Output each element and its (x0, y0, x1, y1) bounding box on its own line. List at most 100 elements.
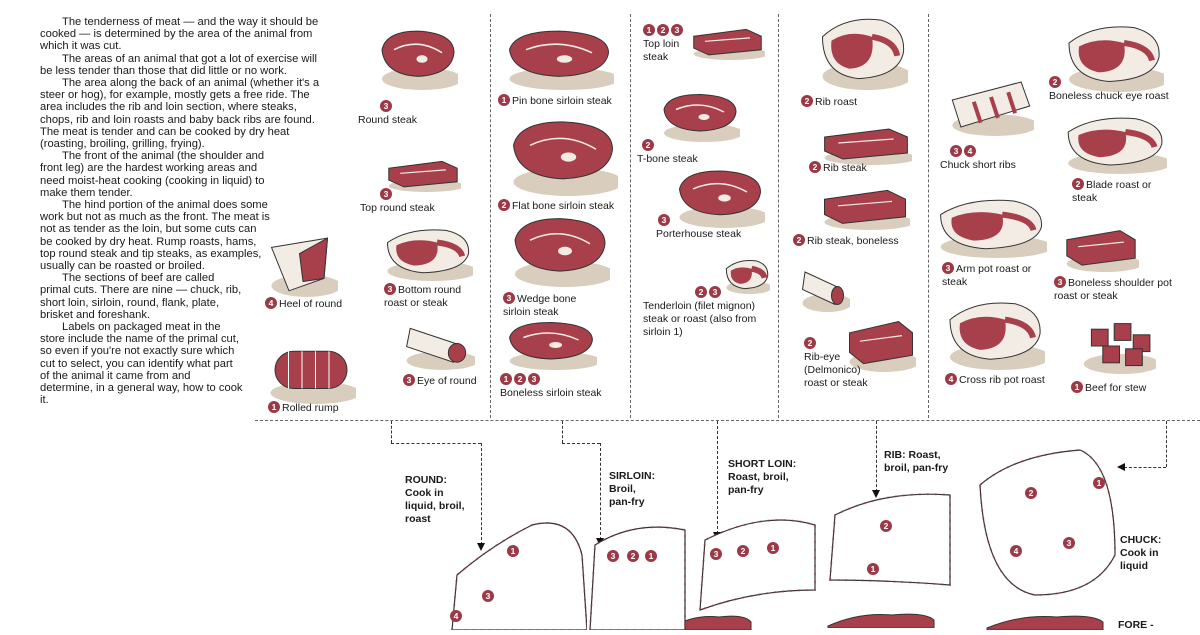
meat-cut-illustration (1064, 22, 1164, 92)
meat-cut-illustration (985, 612, 1105, 630)
intro-paragraph: The hind portion of the animal does some… (40, 199, 270, 273)
intro-paragraph: The areas of an animal that got a lot of… (40, 52, 317, 77)
meat-cut-illustration (510, 215, 610, 287)
cut-number-badge: 2 (809, 161, 821, 173)
cut-label: Blade roast or steak (1072, 179, 1152, 204)
primal-section-number: 2 (737, 545, 749, 557)
leader-line (562, 421, 563, 443)
leader-line (391, 421, 392, 443)
cut-number-badge: 2 (804, 337, 816, 349)
cut-number-badges: 2 (801, 95, 815, 109)
cut-number-badges: 3 (384, 283, 398, 297)
meat-cut-illustration (948, 76, 1034, 136)
cut-number-badge: 3 (950, 145, 962, 157)
intro-text: The tenderness of meat — and the way it … (40, 16, 325, 407)
cut-number-badges: 3 (503, 292, 517, 306)
primal-section-number: 4 (1010, 545, 1022, 557)
cut-number-badge: 3 (658, 214, 670, 226)
leader-line (600, 443, 601, 540)
cut-number-badge: 1 (643, 24, 655, 36)
cut-number-badge: 2 (1049, 76, 1061, 88)
cut-label: Top round steak (360, 202, 435, 214)
meat-cut-illustration (826, 610, 936, 628)
cut-number-badge: 2 (1072, 178, 1084, 190)
cut-label: Flat bone sirloin steak (512, 200, 615, 212)
cut-label: Boneless shoulder pot roast or steak (1054, 277, 1172, 302)
cut-number-badges: 2 (809, 161, 823, 175)
cut-number-badge: 2 (642, 139, 654, 151)
cut-label: Heel of round (279, 298, 343, 310)
cut-boneless-chuck-eye: 2 Boneless chuck eye roast (1049, 76, 1184, 103)
primal-section-number: 2 (627, 550, 639, 562)
primal-section-number: 3 (482, 590, 494, 602)
cut-number-badges: 2 (793, 234, 807, 248)
cut-label: Boneless chuck eye roast (1049, 90, 1169, 102)
primal-label-short-loin: SHORT LOIN: Roast, broil, pan-fry (728, 458, 797, 496)
cut-number-badge: 2 (498, 199, 510, 211)
leader-line (562, 443, 600, 444)
meat-cut-illustration (266, 342, 356, 404)
cut-number-badge: 3 (380, 188, 392, 200)
meat-cut-illustration (403, 318, 475, 370)
primal-label-sirloin: SIRLOIN: Broil, pan-fry (609, 470, 656, 508)
cut-number-badges: 1 (498, 94, 512, 108)
leader-arrow (872, 490, 880, 498)
cut-label: Rib steak (823, 162, 867, 174)
cut-label: Rib steak, boneless (807, 235, 899, 247)
leader-line (876, 421, 877, 492)
cut-number-badge: 2 (801, 95, 813, 107)
cut-round-steak: 3 Round steak (358, 100, 417, 127)
cut-number-badge: 4 (945, 373, 957, 385)
column-divider (630, 14, 631, 418)
cut-label: Pin bone sirloin steak (512, 95, 612, 107)
cut-number-badges: 3 (658, 214, 672, 228)
primal-section-number: 3 (710, 548, 722, 560)
primal-label-rib: RIB: Roast, broil, pan-fry (884, 449, 949, 474)
meat-cut-illustration (820, 186, 910, 230)
cut-number-badge: 3 (384, 283, 396, 295)
cut-number-badges: 3 (380, 100, 394, 114)
cut-label: Round steak (358, 114, 417, 126)
leader-line (1166, 421, 1167, 467)
meat-cut-illustration (383, 226, 473, 281)
intro-paragraph: The sections of beef are called primal c… (40, 272, 242, 321)
cut-number-badge: 4 (964, 145, 976, 157)
cut-number-badge: 3 (671, 24, 683, 36)
intro-paragraph: The area along the back of an animal (wh… (40, 77, 320, 151)
meat-cut-illustration (1080, 318, 1156, 374)
meat-cut-illustration (504, 28, 614, 90)
cut-number-badges: 1 (268, 401, 282, 415)
cut-rib-eye: 2 Rib-eye (Delmonico) roast or steak (804, 337, 879, 390)
cut-number-badge: 4 (265, 297, 277, 309)
cut-number-badge: 3 (403, 374, 415, 386)
cut-number-badge: 1 (268, 401, 280, 413)
cut-number-badge: 3 (503, 292, 515, 304)
leader-arrow (1117, 463, 1125, 471)
meat-cut-illustration (818, 14, 908, 90)
primal-section-number: 1 (645, 550, 657, 562)
section-divider (255, 420, 1200, 421)
cut-label: Tenderloin (filet mignon) steak or roast… (643, 300, 757, 338)
leader-line (391, 443, 481, 444)
meat-cut-illustration (820, 125, 912, 165)
primal-label-chuck: CHUCK: Cook in liquid (1120, 534, 1162, 572)
cut-number-badges: 4 (265, 297, 279, 311)
cut-number-badges: 1 (1071, 381, 1085, 395)
